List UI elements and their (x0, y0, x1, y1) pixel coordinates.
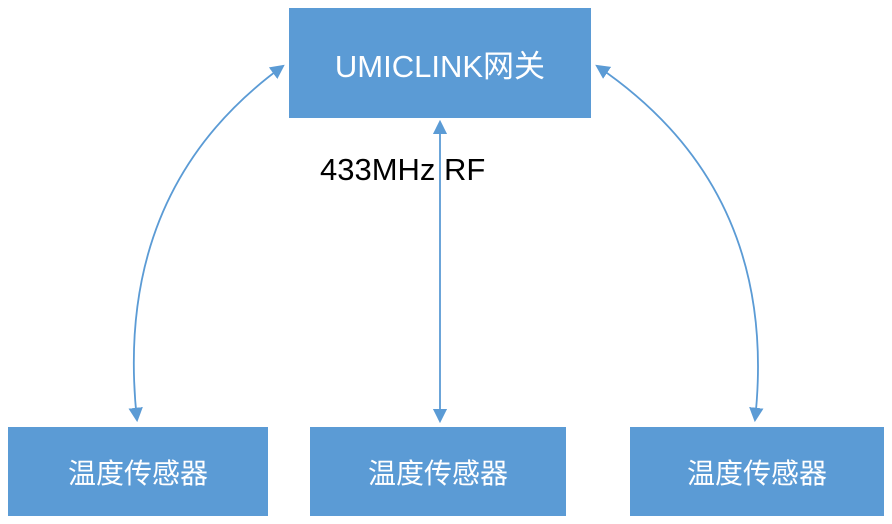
sensor-label: 温度传感器 (367, 457, 508, 489)
gateway-label: UMICLINK网关 (334, 48, 546, 84)
sensor-label: 温度传感器 (67, 457, 208, 489)
arrow-gateway-to-sensor-right (595, 64, 764, 423)
sensor-node-middle: 温度传感器 (310, 427, 566, 516)
sensor-label: 温度传感器 (686, 457, 827, 489)
gateway-node: UMICLINK网关 (289, 8, 591, 118)
sensor-node-right: 温度传感器 (630, 427, 884, 516)
rf-label: 433MHz RF (320, 152, 486, 187)
arrow-gateway-to-sensor-left (128, 64, 285, 423)
sensor-node-left: 温度传感器 (8, 427, 268, 516)
